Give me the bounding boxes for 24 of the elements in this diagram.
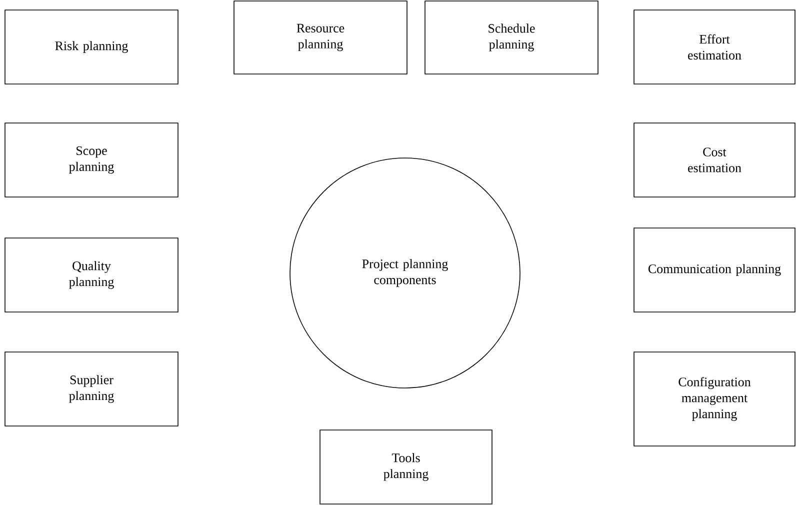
node-text: Scope planning [69,146,114,174]
process-box [634,352,796,446]
node-text: Cost estimation [688,148,742,172]
node-text: Effort estimation [688,34,742,60]
node-text: Project planning components [362,259,448,287]
process-box [634,10,796,84]
node-text: Resource planning [296,24,344,52]
node-text: Tools planning [384,453,428,481]
node-text: Risk planning [55,41,128,53]
process-box [424,0,598,74]
process-box [234,0,408,74]
node-text: Schedule planning [488,24,535,52]
process-box [634,122,796,198]
node-text: Configuration management planning [678,377,751,421]
process-box [4,352,178,426]
process-box [634,228,796,312]
process-box [4,238,178,312]
process-box [4,122,178,198]
node-text: Supplier planning [69,375,114,403]
circle [290,158,520,388]
node-text: Quality planning [69,261,114,289]
process-box [320,430,492,504]
process-box [4,10,178,84]
node-text: Communication planning [648,264,781,276]
